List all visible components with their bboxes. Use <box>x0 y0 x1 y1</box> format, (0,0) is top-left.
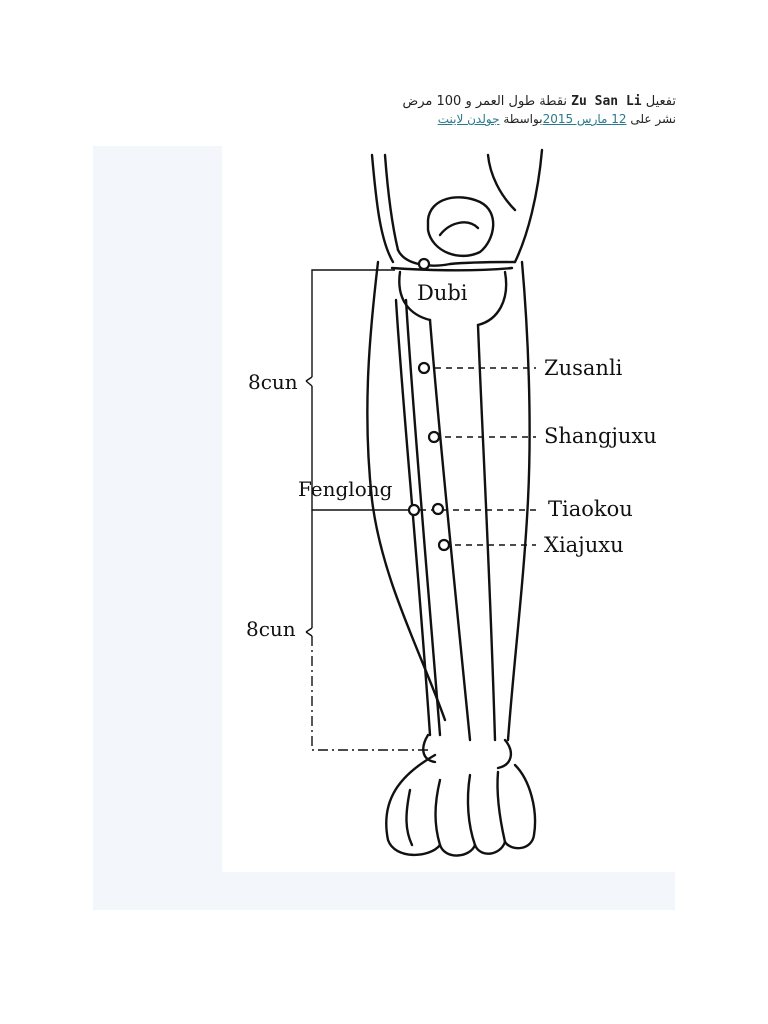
dubi-label: Dubi <box>417 281 468 305</box>
measurement-bracket <box>305 269 430 751</box>
post-title: تفعيل Zu San Li نقطة طول العمر و 100 مرض <box>403 94 676 109</box>
leader-lines <box>420 367 536 546</box>
meta-by: بواسطة <box>503 112 543 126</box>
tiaokou-point <box>431 502 445 516</box>
shangjuxu-point <box>427 430 441 444</box>
fenglong-point <box>407 503 421 517</box>
title-rest: نقطة طول العمر و 100 مرض <box>402 94 568 109</box>
xiajuxu-point <box>437 538 451 552</box>
title-latin: Zu San Li <box>571 94 642 109</box>
leg-outline <box>366 148 544 857</box>
zusanli-label: Zusanli <box>544 356 623 380</box>
xiajuxu-label: Xiajuxu <box>544 533 624 557</box>
measure-upper-label: 8cun <box>248 370 298 394</box>
zusanli-point <box>417 361 431 375</box>
acupoints <box>407 257 451 552</box>
author-link[interactable]: جولدن لاينت <box>437 112 500 126</box>
date-link[interactable]: 12 مارس 2015 <box>542 112 627 126</box>
shangjuxu-label: Shangjuxu <box>544 424 657 448</box>
post-meta: نشر على 12 مارس 2015بواسطة جولدن لاينت <box>438 112 676 126</box>
fenglong-label: Fenglong <box>298 477 393 501</box>
figure-panel <box>222 146 675 872</box>
title-prefix: تفعيل <box>645 94 676 109</box>
meta-published-on: نشر على <box>630 112 676 126</box>
measure-lower-label: 8cun <box>246 617 296 641</box>
tiaokou-label: Tiaokou <box>548 497 633 521</box>
dubi-point <box>417 257 431 271</box>
